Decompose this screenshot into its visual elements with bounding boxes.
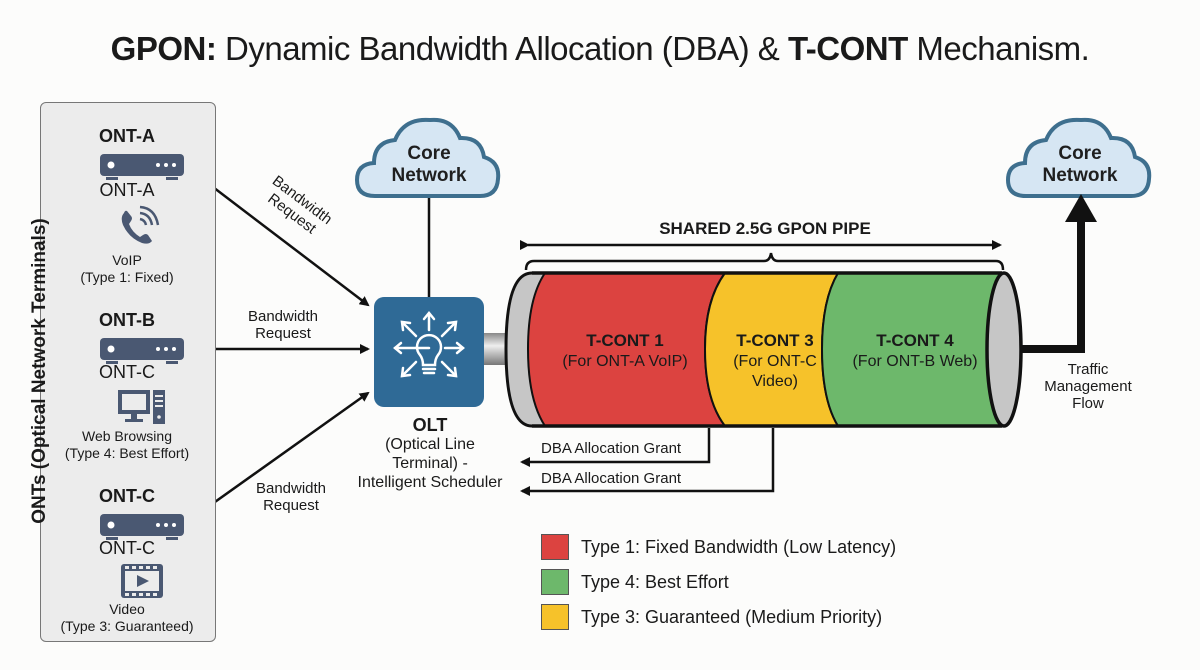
legend: Type 1: Fixed Bandwidth (Low Latency) Ty…: [541, 534, 896, 630]
legend-swatch-yellow: [541, 604, 569, 630]
request-label-ont-c: Bandwidth Request: [246, 480, 336, 514]
title-text-1: Dynamic Bandwidth Allocation (DBA) &: [216, 30, 788, 67]
title-bold-tcont: T-CONT: [787, 30, 908, 67]
traffic-flow-arrowhead: [1065, 194, 1097, 222]
phone-icon: [118, 205, 160, 252]
cloud-label-line2: Network: [1042, 165, 1118, 186]
ont-c-title: ONT-C: [99, 486, 155, 506]
legend-label: Type 4: Best Effort: [581, 571, 729, 592]
legend-item-type4: Type 4: Best Effort: [541, 569, 896, 595]
lightbulb-scheduler-icon: [393, 311, 465, 378]
tcont-1-label: T-CONT 1 (For ONT-A VoIP): [540, 331, 710, 372]
legend-item-type1: Type 1: Fixed Bandwidth (Low Latency): [541, 534, 896, 560]
ont-b-device[interactable]: [100, 338, 186, 373]
tcont-4-desc: (For ONT-B Web): [852, 353, 978, 370]
cloud-icon-right: [1005, 117, 1152, 198]
cloud-label-line1: Core: [407, 143, 451, 164]
tcont-3-name: T-CONT 3: [736, 331, 814, 350]
legend-swatch-green: [541, 569, 569, 595]
traffic-flow-arrow: [1021, 220, 1085, 353]
ont-c-service: Video: [109, 601, 145, 617]
computer-icon: [117, 388, 167, 431]
pipe-brace: [524, 252, 1005, 271]
cloud-label-line1: Core: [1058, 143, 1102, 164]
grant-arrow-1: [520, 428, 711, 467]
traffic-flow-label: Traffic Management Flow: [1028, 361, 1148, 412]
legend-swatch-red: [541, 534, 569, 560]
ont-c-subtitle: ONT-C: [99, 538, 155, 558]
tcont-3-label: T-CONT 3 (For ONT-C Video): [715, 331, 835, 392]
ont-c-type: (Type 3: Guaranteed): [60, 618, 194, 634]
olt-desc-line2: Terminal) -: [392, 455, 468, 472]
olt-title: OLT: [412, 415, 448, 435]
core-network-left-label: Core Network: [369, 143, 489, 187]
tcont-4-label: T-CONT 4 (For ONT-B Web): [830, 331, 1000, 372]
ont-a-title: ONT-A: [99, 126, 155, 146]
diagram-title: GPON: Dynamic Bandwidth Allocation (DBA)…: [0, 30, 1200, 68]
title-bold-gpon: GPON:: [110, 30, 217, 67]
grant-label-2: DBA Allocation Grant: [541, 470, 682, 487]
gpon-pipe: [504, 271, 1023, 428]
ont-b-type: (Type 4: Best Effort): [64, 445, 190, 461]
grant-label-1: DBA Allocation Grant: [541, 440, 682, 457]
ont-a-service: VoIP: [112, 252, 142, 268]
tcont-1-desc: (For ONT-A VoIP): [562, 353, 688, 370]
ont-a-subtitle: ONT-A: [99, 180, 155, 200]
onts-panel: [40, 102, 216, 642]
legend-label: Type 1: Fixed Bandwidth (Low Latency): [581, 536, 897, 557]
olt-desc-line3: Intelligent Scheduler: [357, 474, 503, 491]
router-icon: [100, 338, 184, 364]
olt-label: OLT (Optical Line Terminal) - Intelligen…: [340, 416, 520, 492]
traffic-flow-line1: Traffic: [1067, 361, 1109, 378]
request-label-ont-b: Bandwidth Request: [238, 308, 328, 342]
traffic-flow-line3: Flow: [1072, 395, 1104, 412]
ont-b-subtitle: ONT-C: [99, 362, 155, 382]
ont-a-device[interactable]: [100, 154, 186, 189]
request-label-line2: Request: [255, 325, 311, 342]
video-icon: [120, 563, 164, 604]
ont-b-title: ONT-B: [99, 310, 155, 330]
ont-b-service: Web Browsing: [81, 428, 172, 444]
router-icon: [100, 154, 184, 180]
cloud-label-line2: Network: [391, 165, 467, 186]
router-icon: [100, 514, 184, 540]
title-text-2: Mechanism.: [907, 30, 1090, 67]
pipe-label: SHARED 2.5G GPON PIPE: [659, 219, 871, 238]
request-label-line2: Request: [263, 497, 319, 514]
ont-c-device[interactable]: [100, 514, 186, 549]
traffic-flow-line2: Management: [1044, 378, 1132, 395]
ont-a-type: (Type 1: Fixed): [80, 269, 174, 285]
tcont-3-desc-line1: (For ONT-C: [733, 353, 817, 370]
tcont-3-desc-line2: Video): [752, 373, 798, 390]
legend-item-type3: Type 3: Guaranteed (Medium Priority): [541, 604, 896, 630]
request-label-line1: Bandwidth: [255, 480, 327, 497]
grant-arrow-2: [520, 428, 775, 496]
tcont-1-name: T-CONT 1: [586, 331, 664, 350]
request-label-line1: Bandwidth: [247, 308, 319, 325]
cloud-icon-left: [354, 117, 501, 198]
core-network-right-label: Core Network: [1020, 143, 1140, 187]
legend-label: Type 3: Guaranteed (Medium Priority): [581, 606, 883, 627]
olt-desc-line1: (Optical Line: [385, 436, 475, 453]
tcont-4-name: T-CONT 4: [876, 331, 954, 350]
